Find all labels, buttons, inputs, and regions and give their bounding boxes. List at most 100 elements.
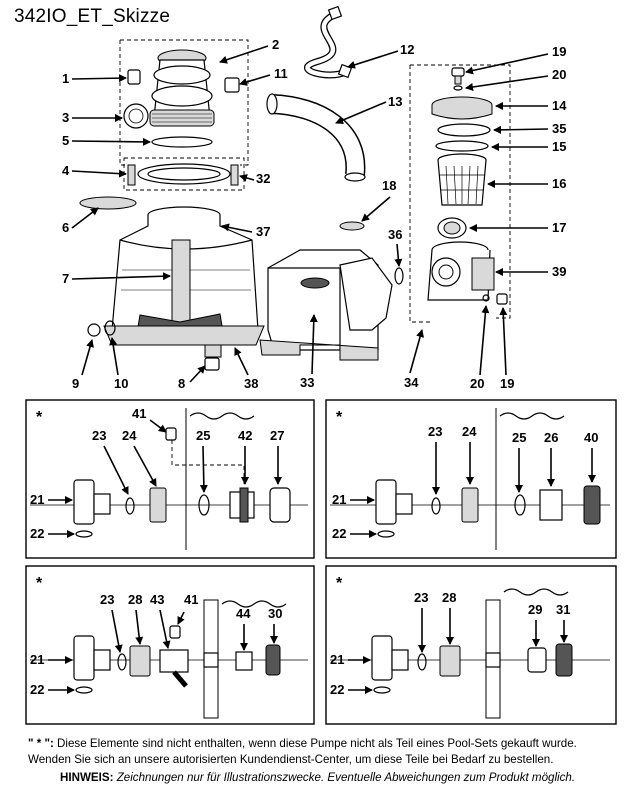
callout-number: 24 [122, 428, 137, 443]
callout-number: 25 [512, 430, 526, 445]
callout-number: 23 [100, 592, 114, 607]
panel-1: * 41 23 24 25 42 27 21 22 [25, 399, 315, 559]
label-2: 2 [272, 37, 279, 52]
callout-number: 27 [270, 428, 284, 443]
tank-base [103, 325, 265, 346]
footer-hint: HINWEIS: Zeichnungen nur für Illustratio… [60, 770, 575, 786]
label-18: 18 [382, 178, 396, 193]
label-19b: 19 [500, 376, 514, 391]
callout-number: 28 [128, 592, 142, 607]
callout-number: 23 [414, 590, 428, 605]
callout-number: 40 [584, 430, 598, 445]
tank-gasket [79, 196, 137, 210]
label-11: 11 [274, 66, 288, 81]
pressure-gauge [123, 103, 149, 129]
lid-o-ring [435, 140, 489, 152]
callout-number: 42 [238, 428, 252, 443]
pump-seal [339, 221, 365, 231]
label-20: 20 [552, 67, 566, 82]
label-38: 38 [244, 376, 258, 391]
callout-number: Zeichnungen nur für Illustrationszwecke.… [113, 771, 576, 784]
diagram-title: 342IO_ET_Skizze [14, 6, 171, 27]
valve-group-outline [119, 39, 249, 166]
clamp-bolt [127, 164, 136, 186]
callout-number: 21 [30, 652, 44, 667]
label-15: 15 [552, 139, 566, 154]
exploded-parts-diagram: 1 2 3 5 4 6 7 9 10 8 38 11 32 37 12 13 1… [25, 5, 617, 725]
label-7: 7 [62, 271, 69, 286]
pump-logo [300, 277, 330, 289]
callout-number: 25 [196, 428, 210, 443]
valve-port [224, 77, 240, 93]
callout-number: 41 [184, 592, 198, 607]
label-35: 35 [552, 121, 566, 136]
label-32: 32 [256, 171, 270, 186]
callout-number: 28 [442, 590, 456, 605]
label-36: 36 [388, 227, 402, 242]
label-8: 8 [178, 376, 185, 391]
callout-number: HINWEIS: [60, 771, 114, 784]
label-13: 13 [388, 94, 402, 109]
vent-o-ring [453, 85, 463, 91]
callout-number: 21 [332, 492, 346, 507]
callout-number: 21 [30, 492, 44, 507]
label-4: 4 [62, 163, 70, 178]
clamp-group-outline [123, 157, 245, 191]
label-17: 17 [552, 220, 566, 235]
callout-number: 26 [544, 430, 558, 445]
label-9: 9 [72, 376, 79, 391]
filter-assembly [79, 39, 265, 371]
pump-o-ring [394, 267, 404, 285]
pump-drain-plug [496, 293, 508, 305]
main-callouts: 1 2 3 5 4 6 7 9 10 8 38 11 32 37 12 13 1… [62, 37, 567, 391]
label-1: 1 [62, 71, 69, 86]
lid-ring [437, 123, 491, 137]
label-34: 34 [404, 375, 419, 390]
label-33: 33 [300, 375, 314, 390]
label-37: 37 [256, 224, 270, 239]
callout-number: Diese Elemente sind nicht enthalten, wen… [53, 737, 577, 750]
callout-number: " * ": [28, 737, 54, 750]
callout-number: 43 [150, 592, 164, 607]
drain-plug [204, 357, 220, 371]
panel-2: * 23 24 25 26 40 21 22 [325, 399, 617, 559]
label-6: 6 [62, 220, 69, 235]
drain-o-ring-small [482, 294, 490, 302]
panel-4: * 23 28 29 31 21 22 [325, 565, 617, 725]
callout-number: 44 [236, 606, 251, 621]
callout-number: 22 [30, 526, 44, 541]
drain-o-ring [104, 320, 116, 336]
label-5: 5 [62, 133, 69, 148]
callout-number: 23 [92, 428, 106, 443]
pump-housing [259, 249, 393, 361]
star-marker: * [36, 409, 43, 426]
valve-o-ring [151, 136, 213, 148]
callout-number: 31 [556, 602, 570, 617]
label-12: 12 [400, 42, 414, 57]
callout-number: 22 [30, 682, 44, 697]
label-39: 39 [552, 264, 566, 279]
label-3: 3 [62, 110, 69, 125]
label-14: 14 [552, 98, 567, 113]
callout-number: 24 [462, 424, 477, 439]
valve-plug [127, 69, 141, 85]
strainer-group [409, 64, 511, 323]
label-20b: 20 [470, 376, 484, 391]
vent-screw [451, 67, 465, 77]
callout-number: 22 [330, 682, 344, 697]
panel-3: * 23 28 43 41 44 30 21 22 [25, 565, 315, 725]
callout-number: * [336, 409, 343, 426]
callout-number: 30 [268, 606, 282, 621]
label-19: 19 [552, 44, 566, 59]
callout-number: * [336, 575, 343, 592]
drain-cap [87, 323, 101, 337]
callout-number: 29 [528, 602, 542, 617]
clamp-nut [230, 164, 239, 186]
callout-number: 23 [428, 424, 442, 439]
label-16: 16 [552, 176, 566, 191]
footer-note-line-1: " * ": Diese Elemente sind nicht enthalt… [28, 736, 577, 752]
label-10: 10 [114, 376, 128, 391]
footer-note-line-2: Wenden Sie sich an unsere autorisierten … [28, 753, 554, 766]
standpipe [171, 239, 191, 331]
callout-number: 41 [132, 406, 146, 421]
